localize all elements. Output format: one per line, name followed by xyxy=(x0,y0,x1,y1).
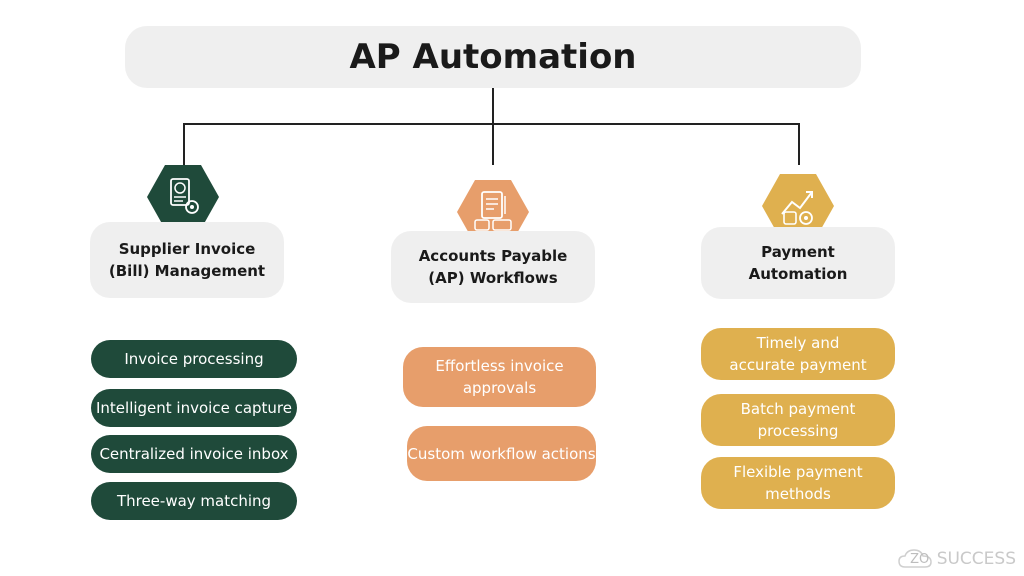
logo-prefix: ZO xyxy=(910,551,930,567)
list-item: Three-way matching xyxy=(91,482,297,520)
payment-growth-icon xyxy=(762,174,834,238)
workflow-documents-icon xyxy=(457,180,529,244)
category-supplier-invoice: Supplier Invoice (Bill) Management xyxy=(90,222,284,298)
cloud-icon xyxy=(897,549,932,568)
list-item: Batch payment processing xyxy=(701,394,895,446)
list-item: Intelligent invoice capture xyxy=(91,389,297,427)
list-item: Invoice processing xyxy=(91,340,297,378)
connector-horizontal xyxy=(183,123,800,125)
connector-right xyxy=(798,123,800,165)
zosuccess-logo: ZO SUCCESS xyxy=(897,548,1016,570)
category-ap-workflows: Accounts Payable (AP) Workflows xyxy=(391,231,595,303)
connector-vertical-main xyxy=(492,88,494,124)
category-payment-automation: Payment Automation xyxy=(701,227,895,299)
invoice-gear-icon xyxy=(147,165,219,229)
connector-left xyxy=(183,123,185,165)
diagram-title: AP Automation xyxy=(125,26,861,88)
connector-middle xyxy=(492,123,494,165)
logo-text: SUCCESS xyxy=(936,549,1016,569)
list-item: Custom workflow actions xyxy=(407,426,596,481)
list-item: Flexible payment methods xyxy=(701,457,895,509)
list-item: Timely and accurate payment xyxy=(701,328,895,380)
list-item: Effortless invoice approvals xyxy=(403,347,596,407)
list-item: Centralized invoice inbox xyxy=(91,435,297,473)
